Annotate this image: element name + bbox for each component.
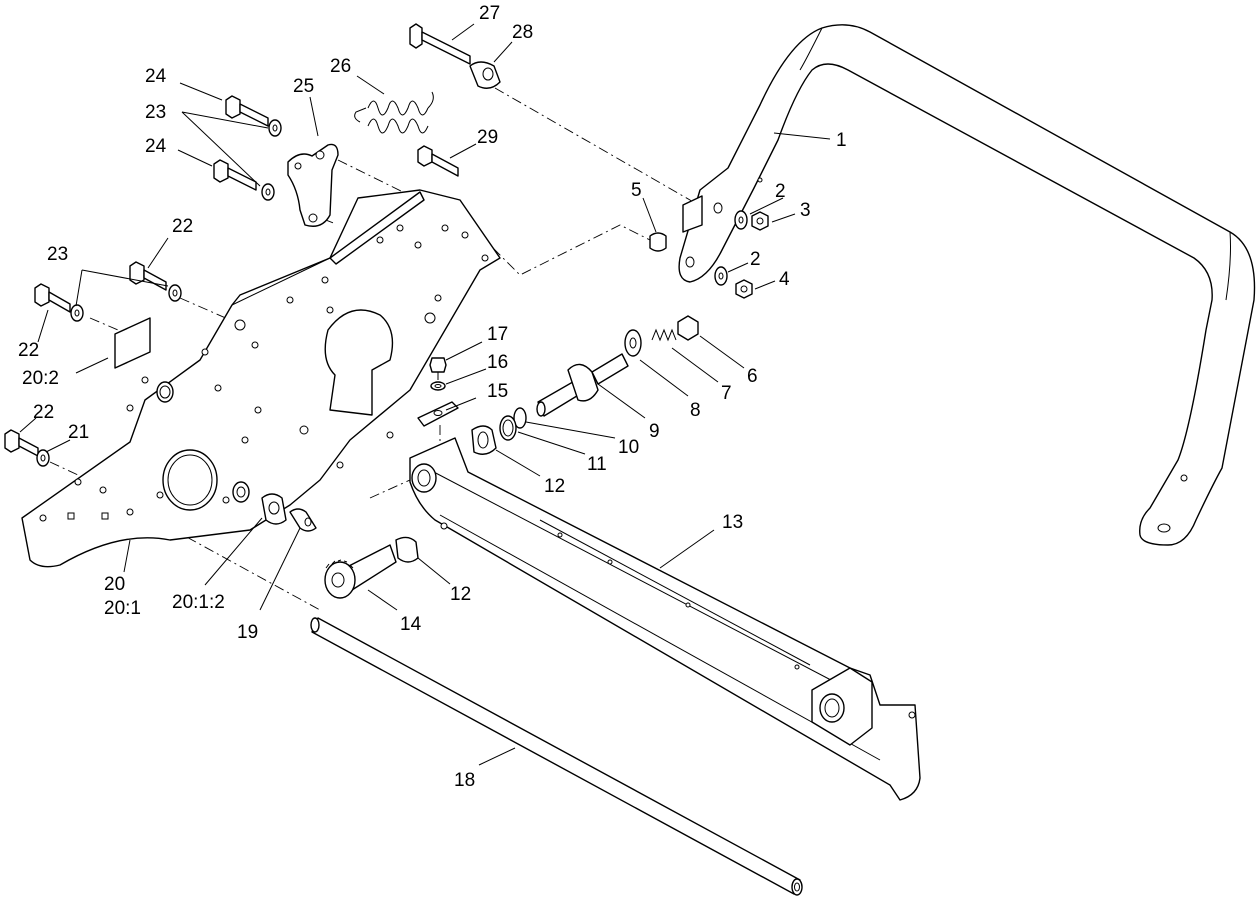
callout-2-lower: 2	[750, 249, 761, 270]
part-13-frame-rail	[409, 437, 921, 801]
callout-14: 14	[400, 614, 422, 635]
callout-24-lower: 24	[145, 136, 167, 157]
part-18-rod	[310, 617, 803, 896]
callout-23-upper: 23	[145, 102, 166, 123]
callout-13: 13	[722, 512, 743, 533]
callout-27: 27	[479, 3, 500, 24]
rings-and-bushings	[395, 407, 527, 563]
callout-1: 1	[836, 130, 847, 151]
callout-4: 4	[779, 269, 790, 290]
callout-17: 17	[487, 324, 508, 345]
callout-26: 26	[330, 56, 351, 77]
callout-29: 29	[477, 127, 498, 148]
callout-20-1-2: 20:1:2	[172, 592, 225, 613]
part-20-side-plate	[21, 189, 501, 568]
leader-lines	[19, 23, 831, 766]
part-14-gear	[324, 544, 397, 599]
part-25-arm	[287, 143, 339, 227]
callout-23-lower: 23	[47, 244, 68, 265]
parts-21-24-bolts	[4, 95, 282, 467]
callout-22-bottom: 22	[33, 402, 54, 423]
callout-20: 20	[104, 574, 125, 595]
callout-19: 19	[237, 622, 258, 643]
part-1-handle	[678, 24, 1256, 546]
callout-6: 6	[747, 366, 758, 387]
callout-28: 28	[512, 22, 533, 43]
callout-22-middle: 22	[18, 340, 39, 361]
callout-7: 7	[721, 383, 732, 404]
callout-5: 5	[631, 180, 642, 201]
callout-labels: 1 2 3 2 4 5 6 7 8 9 10 11 12 13 12 14 15…	[18, 3, 847, 791]
handle-hardware	[649, 210, 769, 299]
shaft-assembly	[536, 315, 699, 417]
parts-19-and-20-1-2	[261, 493, 317, 532]
callout-3: 3	[800, 200, 811, 221]
callout-12-upper: 12	[544, 476, 565, 497]
callout-11: 11	[587, 454, 607, 475]
callout-8: 8	[690, 400, 701, 421]
callout-20-1: 20:1	[104, 598, 141, 619]
callout-18: 18	[454, 770, 475, 791]
callout-2-upper: 2	[775, 181, 786, 202]
part-26-spring	[354, 91, 434, 134]
callout-12-lower: 12	[450, 584, 471, 605]
callout-20-2: 20:2	[22, 368, 59, 389]
parts-15-16-17	[417, 357, 459, 427]
callout-21: 21	[68, 422, 89, 443]
callout-10: 10	[618, 437, 639, 458]
callout-24-upper: 24	[145, 66, 167, 87]
parts-27-28-29	[409, 23, 501, 177]
callout-25: 25	[293, 76, 314, 97]
callout-9: 9	[649, 421, 660, 442]
callout-16: 16	[487, 352, 508, 373]
callout-15: 15	[487, 381, 508, 402]
callout-22-top: 22	[172, 216, 193, 237]
